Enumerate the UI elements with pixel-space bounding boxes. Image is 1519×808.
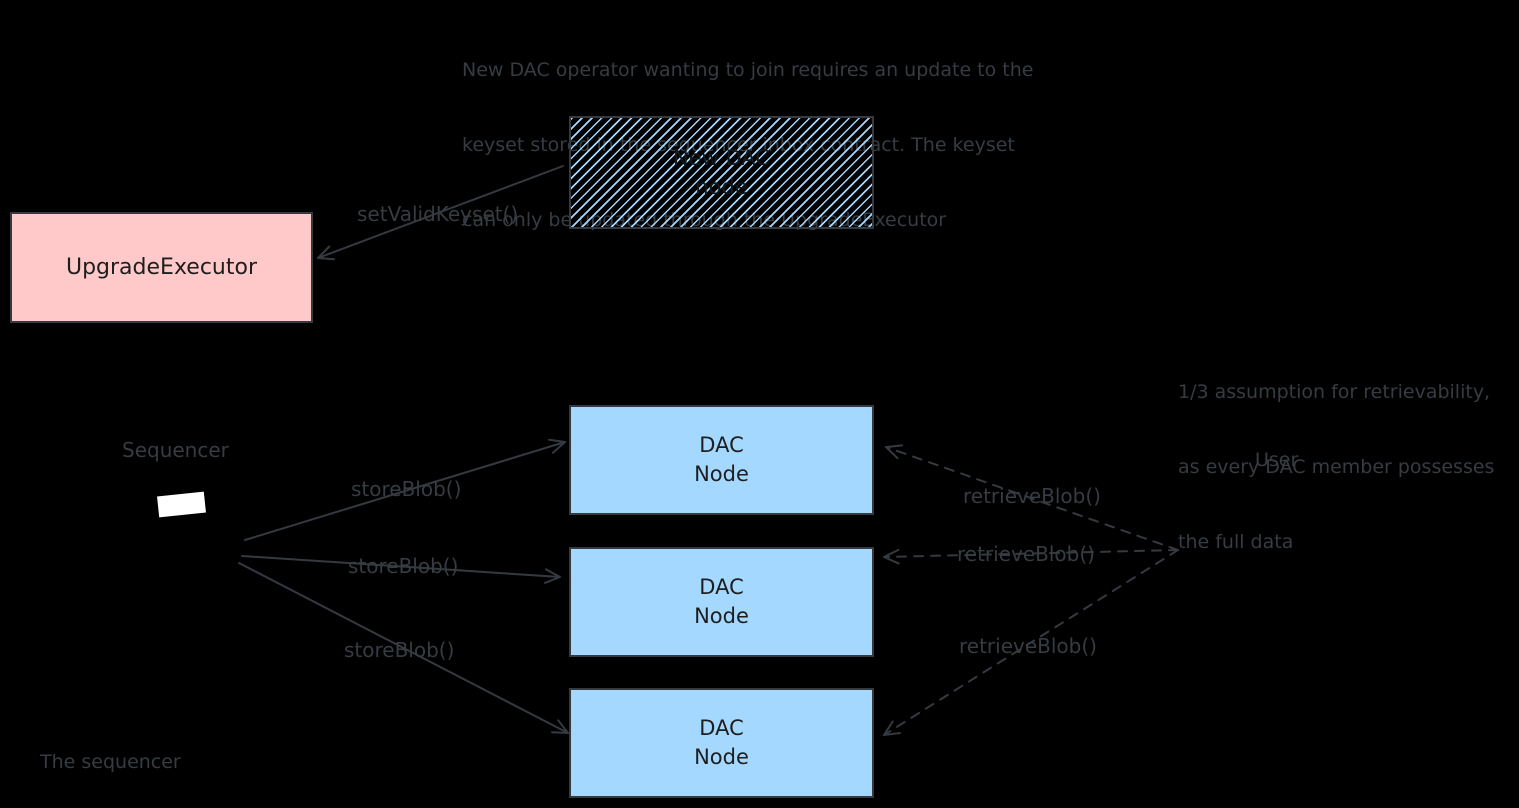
arrowhead-store-blob-2 [544,568,561,584]
upgrade-executor-box: UpgradeExecutor [10,212,313,323]
arrow-store-blob-3 [238,562,569,734]
retrieve-blob-label-3: retrieveBlob() [959,634,1097,658]
dac-node-box-1: DAC Node [569,405,874,515]
arrowhead-retrieve-blob-1 [885,444,903,460]
store-blob-label-3: storeBlob() [344,638,455,662]
top-note-line: New DAC operator wanting to join require… [462,59,1034,81]
arrow-set-valid-keyset [317,165,564,259]
dac-node-3-line2: Node [694,745,749,769]
upgrade-executor-label: UpgradeExecutor [65,255,257,280]
dac-node-box-2: DAC Node [569,547,874,657]
dac-node-1-line2: Node [694,462,749,486]
store-blob-label-1: storeBlob() [351,477,462,501]
bottom-note: The sequencer sends full data to all mem… [40,702,259,808]
dac-node-2-line1: DAC [699,575,744,599]
arrowhead-set-valid-keyset [317,245,335,261]
arrow-store-blob-1 [244,441,566,541]
arrowhead-retrieve-blob-3 [883,720,901,736]
dac-node-3-line1: DAC [699,716,744,740]
arrowhead-store-blob-3 [551,719,569,734]
sequencer-label: Sequencer [122,438,229,462]
bottom-note-line: The sequencer [40,751,181,773]
new-dac-node-label-line1: New DAC [673,145,770,170]
right-note: 1/3 assumption for retrievability, as ev… [1178,330,1494,605]
retrieve-blob-label-1: retrieveBlob() [963,484,1101,508]
right-note-line: as every DAC member possesses [1178,456,1495,478]
right-note-line: 1/3 assumption for retrievability, [1178,381,1491,403]
arrow-store-blob-2 [241,555,561,578]
arrow-retrieve-blob-2 [883,549,1179,558]
dac-node-1-line1: DAC [699,433,744,457]
dac-node-2-line2: Node [694,604,749,628]
store-blob-label-2: storeBlob() [348,554,459,578]
dac-node-box-3: DAC Node [569,688,874,798]
right-note-line: the full data [1178,531,1294,553]
arrow-retrieve-blob-1 [885,446,1179,551]
new-dac-node-box: New DAC node [569,116,874,229]
retrieve-blob-label-2: retrieveBlob() [957,542,1095,566]
arrow-retrieve-blob-3 [883,549,1179,736]
new-dac-node-label-line2: node [695,174,748,199]
arrowhead-store-blob-1 [548,438,566,454]
arrowhead-retrieve-blob-2 [883,548,900,565]
user-label: User [1255,449,1299,471]
set-valid-keyset-label: setValidKeyset() [357,202,519,226]
